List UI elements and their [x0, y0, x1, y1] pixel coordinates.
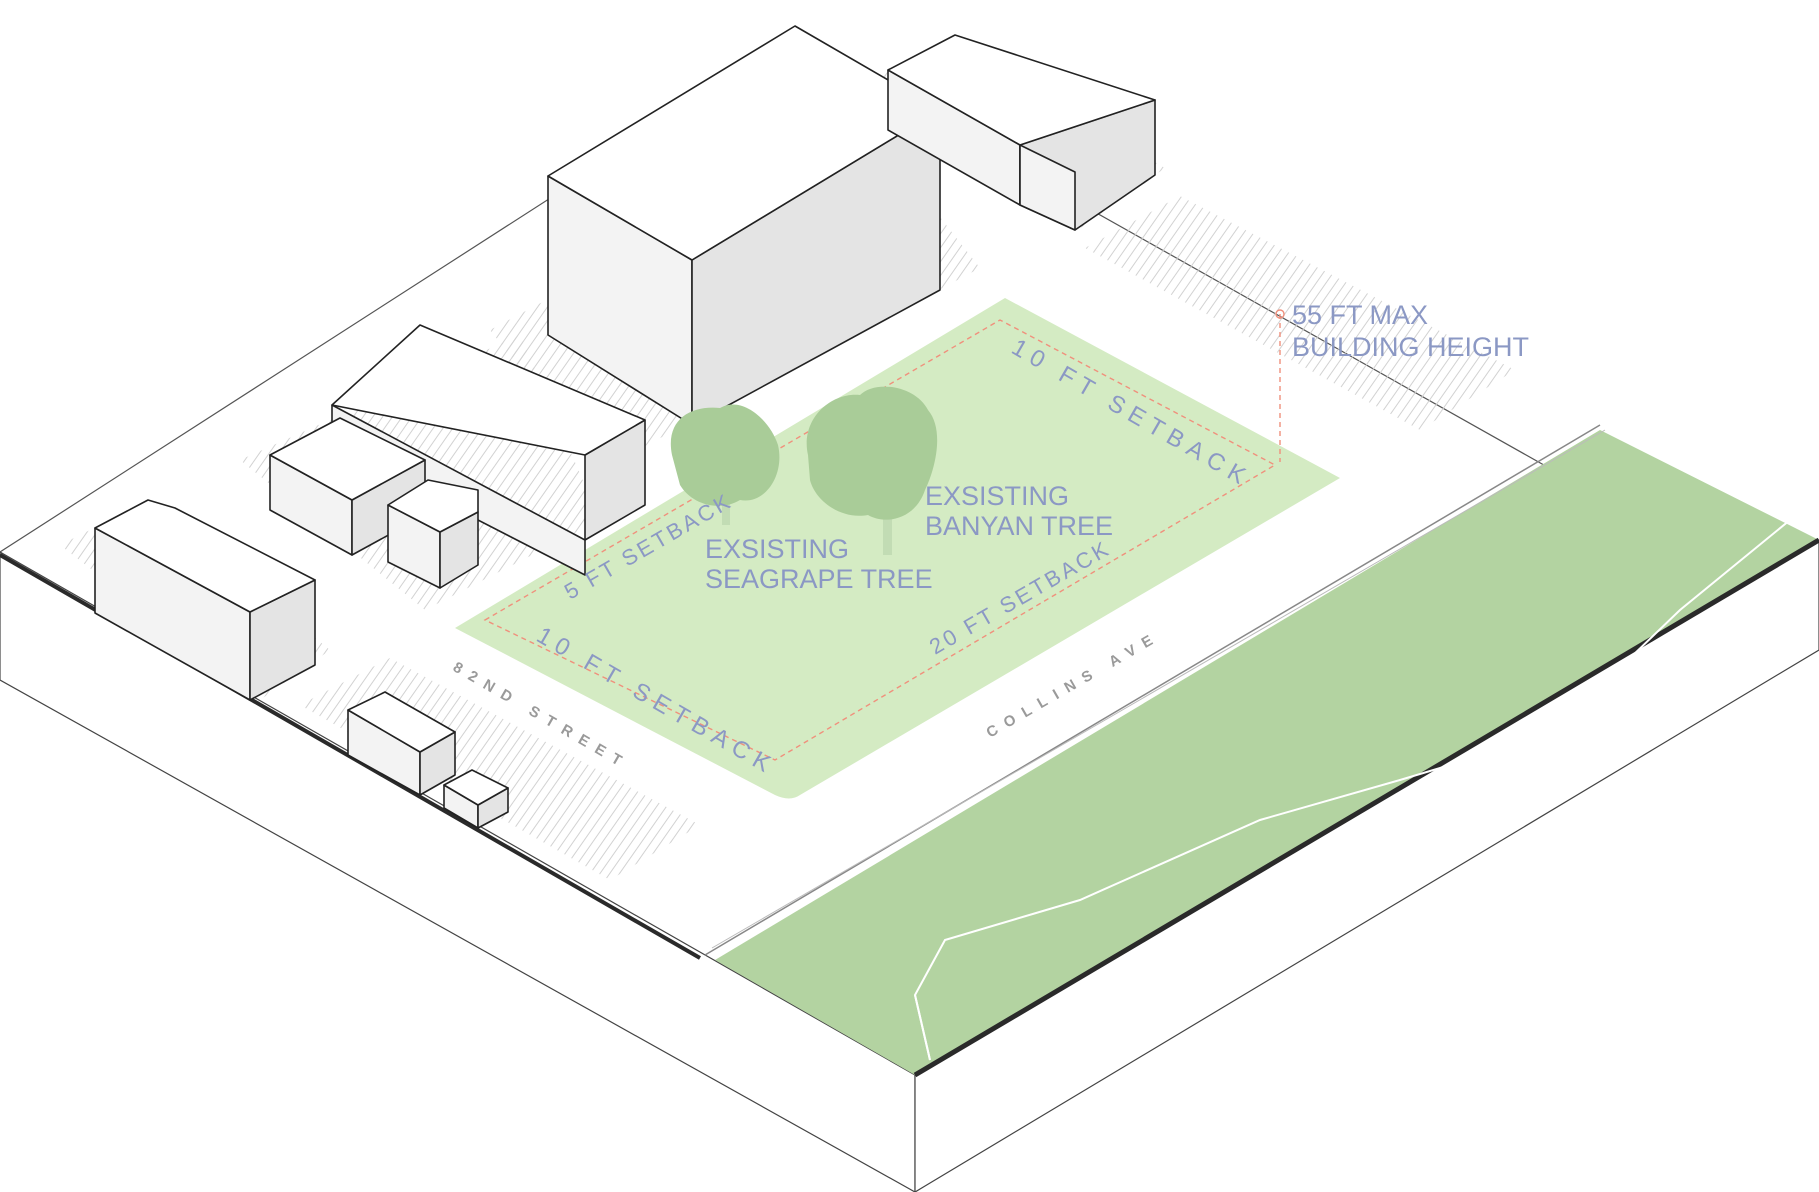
buildings: [94, 25, 1156, 829]
road-edge-line-2: [711, 429, 1606, 949]
building-north-wing-left: [1019, 144, 1076, 231]
building-s2-top: [443, 769, 509, 806]
height-label-line1: 55 FT MAX: [1292, 300, 1428, 330]
building-ws2-top: [387, 479, 479, 533]
seagrape-label-line2: SEAGRAPE TREE: [705, 564, 933, 594]
park-path-branch: [914, 994, 931, 1061]
banyan-label-line2: BANYAN TREE: [925, 511, 1113, 541]
building-north: [887, 34, 1156, 231]
trees: [670, 386, 938, 555]
building-tall: [547, 25, 941, 426]
road-edge-line: [704, 424, 1601, 956]
site-area: [455, 298, 1340, 799]
building-southwest: [94, 499, 316, 701]
lot-ne: [1085, 196, 1515, 430]
building-south-2: [443, 769, 509, 829]
park-area: [715, 430, 1819, 1075]
building-ws1-top: [269, 417, 426, 501]
building-west-small-2: [387, 479, 479, 589]
building-west-top: [331, 324, 646, 456]
seagrape-tree: [670, 404, 780, 525]
building-sw-top: [94, 499, 316, 613]
building-s1-top: [347, 691, 456, 753]
banyan-tree: [806, 386, 938, 555]
height-label-line2: BUILDING HEIGHT: [1292, 332, 1529, 362]
seagrape-canopy: [670, 404, 780, 506]
height-marker-dot: [1275, 309, 1285, 319]
building-north-top: [887, 34, 1156, 146]
banyan-canopy: [806, 386, 938, 520]
building-south-1: [347, 691, 456, 796]
banyan-label-line1: EXSISTING: [925, 481, 1069, 511]
park-path: [913, 519, 1791, 1061]
park-strip: [704, 424, 1819, 1078]
banyan-trunk: [883, 495, 892, 555]
park-edge-dark: [913, 537, 1819, 1078]
slab-front-left-face: [0, 551, 916, 1192]
seagrape-label-line1: EXSISTING: [705, 534, 849, 564]
